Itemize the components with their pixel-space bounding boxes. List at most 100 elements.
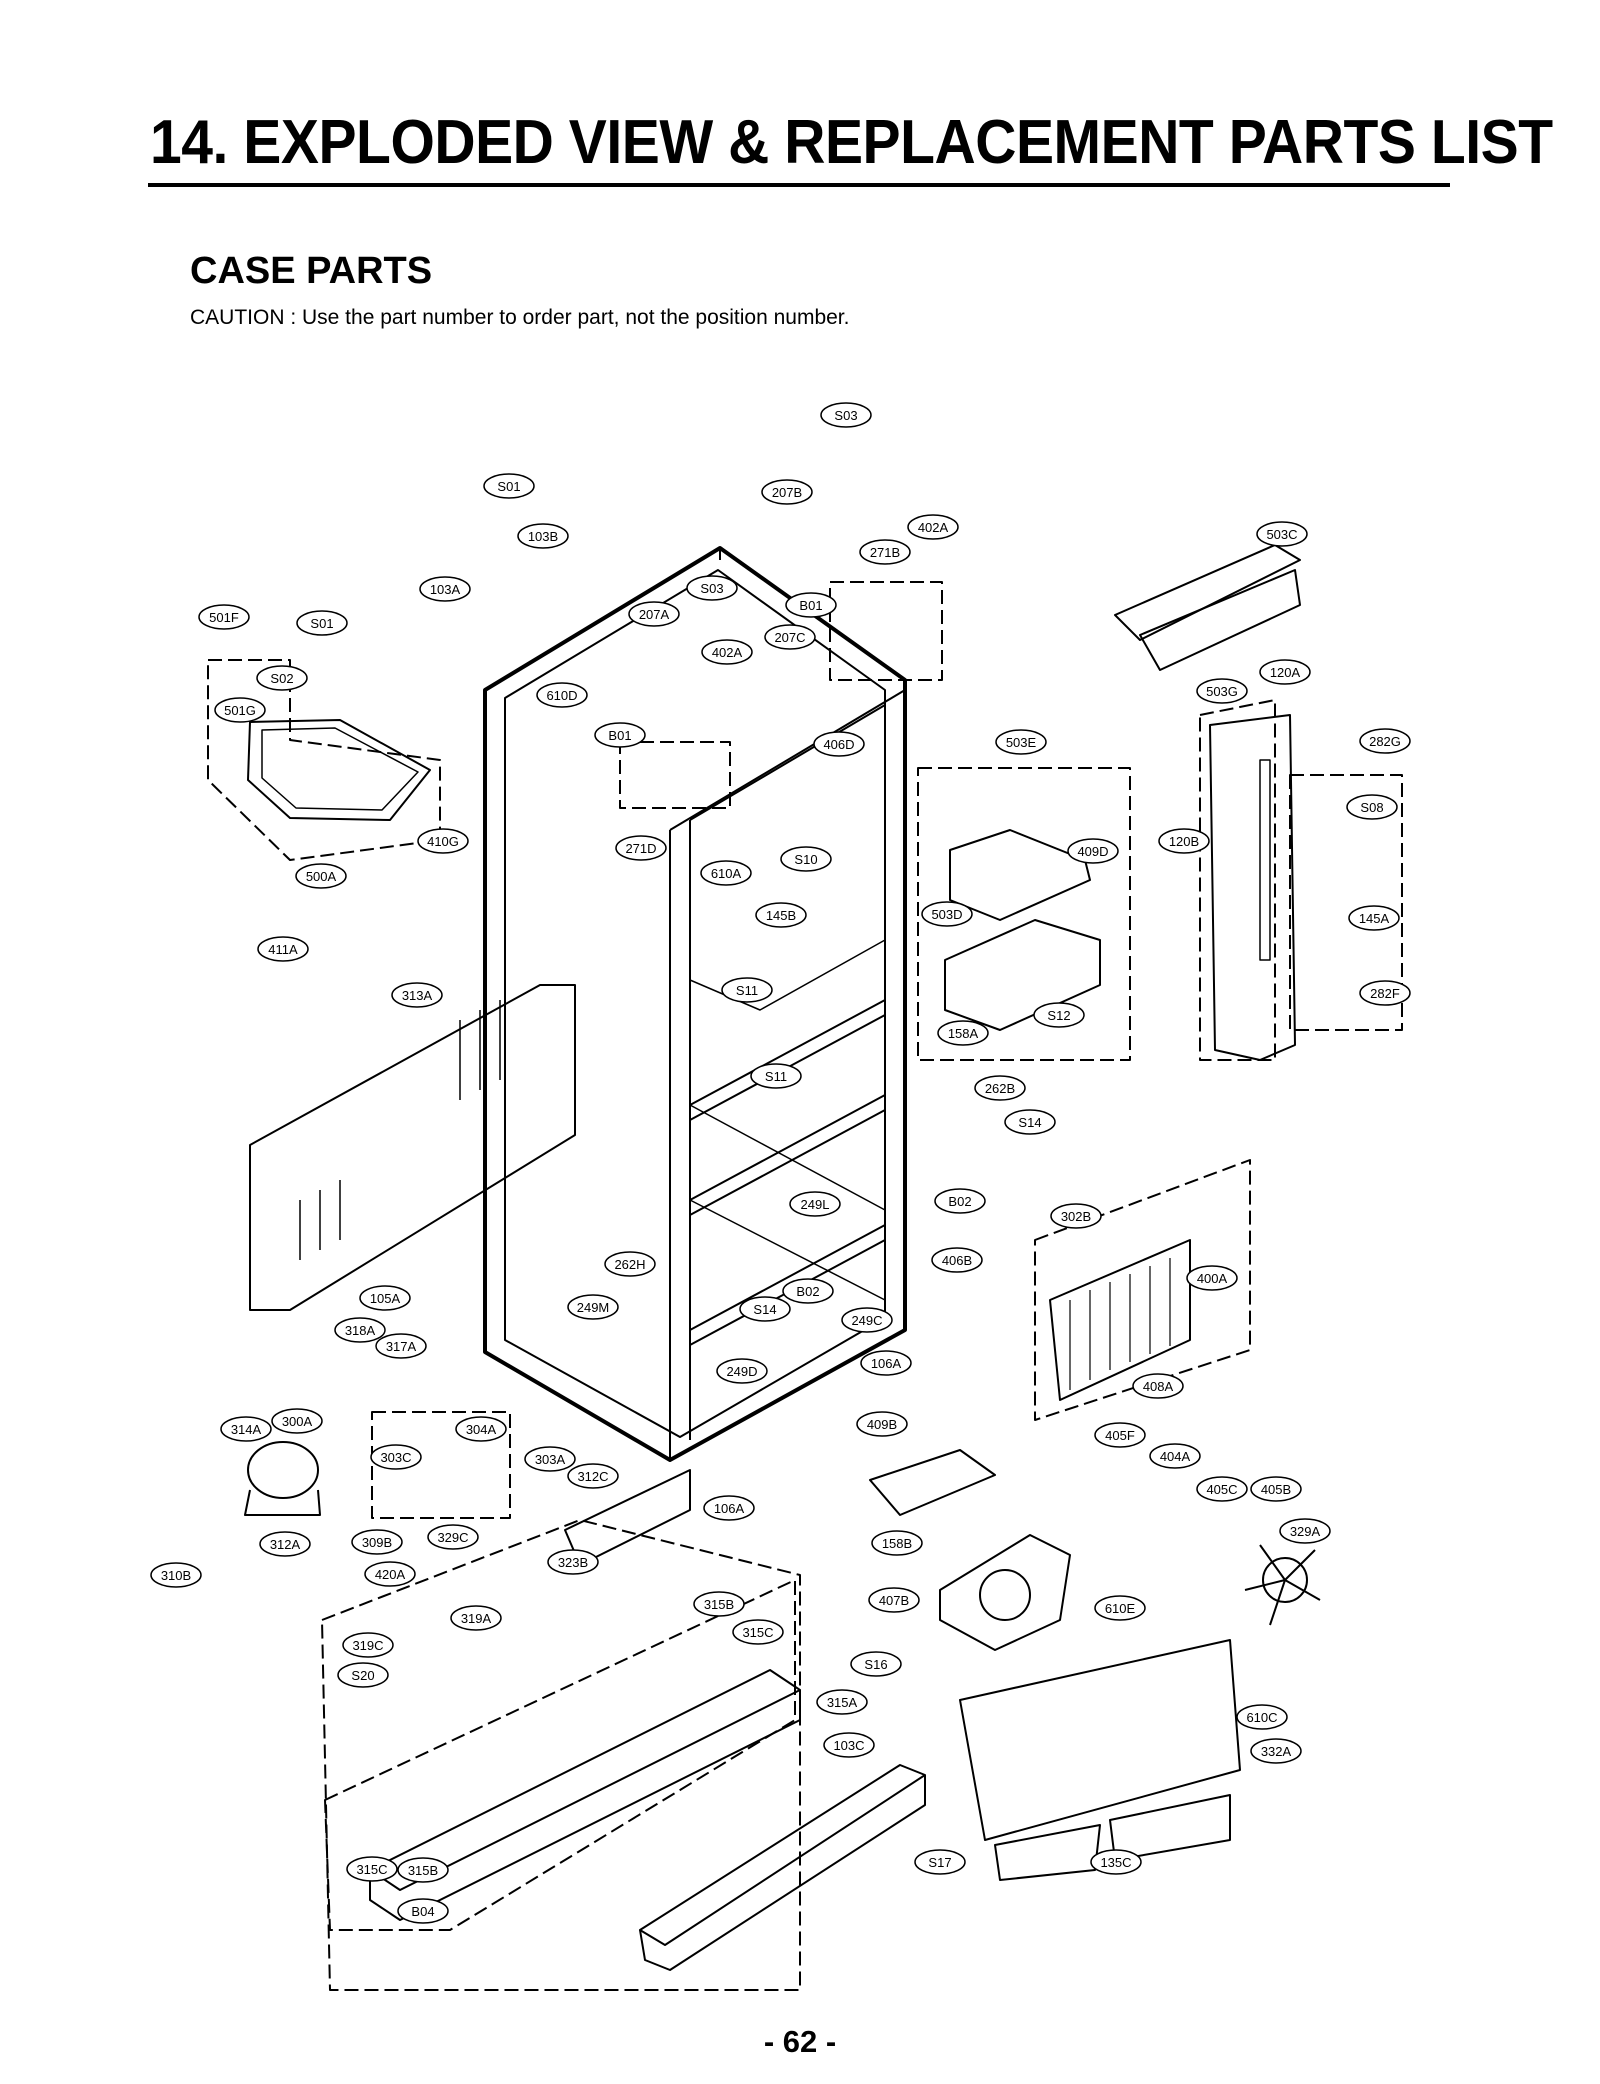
callout-label: 303A (535, 1452, 566, 1467)
callout-label: 319A (461, 1611, 492, 1626)
callout-s14: S14 (1004, 1109, 1056, 1135)
callout-503g: 503G (1196, 678, 1248, 704)
callout-135c: 135C (1090, 1849, 1142, 1875)
callout-label: 120A (1270, 665, 1301, 680)
callout-106a: 106A (860, 1350, 912, 1376)
callout-b02: B02 (934, 1188, 986, 1214)
group-302b (1034, 1159, 1251, 1421)
callout-bubble (334, 1317, 386, 1343)
callout-label: 282G (1369, 734, 1401, 749)
callout-bubble (359, 1285, 411, 1311)
callout-120b: 120B (1158, 828, 1210, 854)
callout-label: B02 (796, 1284, 819, 1299)
callout-label: S11 (736, 983, 758, 998)
callout-label: 271B (870, 545, 900, 560)
callout-bubble (813, 731, 865, 757)
callout-bubble (427, 1524, 479, 1550)
callout-bubble (1250, 1476, 1302, 1502)
callout-bubble (198, 604, 250, 630)
callout-bubble (1067, 838, 1119, 864)
callout-bubble (1033, 1002, 1085, 1028)
callout-bubble (337, 1662, 389, 1688)
callout-bubble (1359, 980, 1411, 1006)
callout-label: 310B (161, 1568, 191, 1583)
callout-bubble (1094, 1595, 1146, 1621)
callout-407b: 407B (868, 1587, 920, 1613)
callout-bubble (1158, 828, 1210, 854)
callout-bubble (1250, 1738, 1302, 1764)
callout-label: S14 (1018, 1115, 1041, 1130)
callout-408a: 408A (1132, 1373, 1184, 1399)
callout-label: 207B (772, 485, 802, 500)
callout-label: 503C (1266, 527, 1297, 542)
callout-bubble (524, 1446, 576, 1472)
callout-label: 319C (352, 1638, 383, 1653)
callout-103b: 103B (517, 523, 569, 549)
callout-106a: 106A (703, 1495, 755, 1521)
callout-label: S14 (753, 1302, 776, 1317)
group-145a (1289, 774, 1403, 1031)
group-271d (619, 741, 731, 809)
group-271b (829, 581, 943, 681)
callout-s17: S17 (914, 1849, 966, 1875)
callout-313a: 313A (391, 982, 443, 1008)
callout-label: 318A (345, 1323, 376, 1338)
callout-bubble (1279, 1518, 1331, 1544)
callout-label: 271D (625, 841, 656, 856)
group-machine (321, 1519, 801, 1991)
callout-label: 501G (224, 703, 256, 718)
callout-bubble (351, 1529, 403, 1555)
callout-label: 207A (639, 607, 670, 622)
callout-bubble (1004, 1109, 1056, 1135)
callout-b01: B01 (594, 722, 646, 748)
callout-label: 404A (1160, 1449, 1191, 1464)
callout-bubble (455, 1416, 507, 1442)
callout-s20: S20 (337, 1662, 389, 1688)
callout-s14: S14 (739, 1296, 791, 1322)
callout-label: 249M (577, 1300, 610, 1315)
callout-bubble (755, 902, 807, 928)
callout-402a: 402A (907, 514, 959, 540)
callout-label: S01 (497, 479, 520, 494)
callout-309b: 309B (351, 1529, 403, 1555)
callout-262h: 262H (604, 1251, 656, 1277)
callout-bubble (820, 402, 872, 428)
callout-label: 103B (528, 529, 558, 544)
callout-label: 501F (209, 610, 239, 625)
callout-label: 610D (546, 688, 577, 703)
callout-label: S03 (834, 408, 857, 423)
callout-158b: 158B (871, 1530, 923, 1556)
callout-bubble (907, 514, 959, 540)
callout-label: S01 (310, 616, 333, 631)
callout-406b: 406B (931, 1247, 983, 1273)
callout-bubble (871, 1530, 923, 1556)
callout-label: 408A (1143, 1379, 1174, 1394)
callout-label: 610E (1105, 1601, 1136, 1616)
callout-bubble (419, 576, 471, 602)
callout-bubble (417, 828, 469, 854)
callout-bubble (1050, 1203, 1102, 1229)
callout-bubble (700, 860, 752, 886)
callout-bubble (1186, 1265, 1238, 1291)
callout-bubble (1094, 1422, 1146, 1448)
callout-103a: 103A (419, 576, 471, 602)
callout-249m: 249M (567, 1294, 619, 1320)
callout-610e: 610E (1094, 1595, 1146, 1621)
callout-262b: 262B (974, 1075, 1026, 1101)
callout-label: 503D (931, 907, 962, 922)
callout-105a: 105A (359, 1285, 411, 1311)
callout-bubble (397, 1857, 449, 1883)
callout-314a: 314A (220, 1416, 272, 1442)
callout-315a: 315A (816, 1689, 868, 1715)
callout-s01: S01 (296, 610, 348, 636)
callout-310b: 310B (150, 1562, 202, 1588)
callout-319c: 319C (342, 1632, 394, 1658)
fan-housing (939, 1534, 1071, 1651)
drawer-upper (949, 829, 1091, 921)
callout-bubble (974, 1075, 1026, 1101)
callout-label: S08 (1360, 800, 1383, 815)
callout-label: 158A (948, 1026, 979, 1041)
callout-158a: 158A (937, 1020, 989, 1046)
callout-411a: 411A (257, 936, 309, 962)
